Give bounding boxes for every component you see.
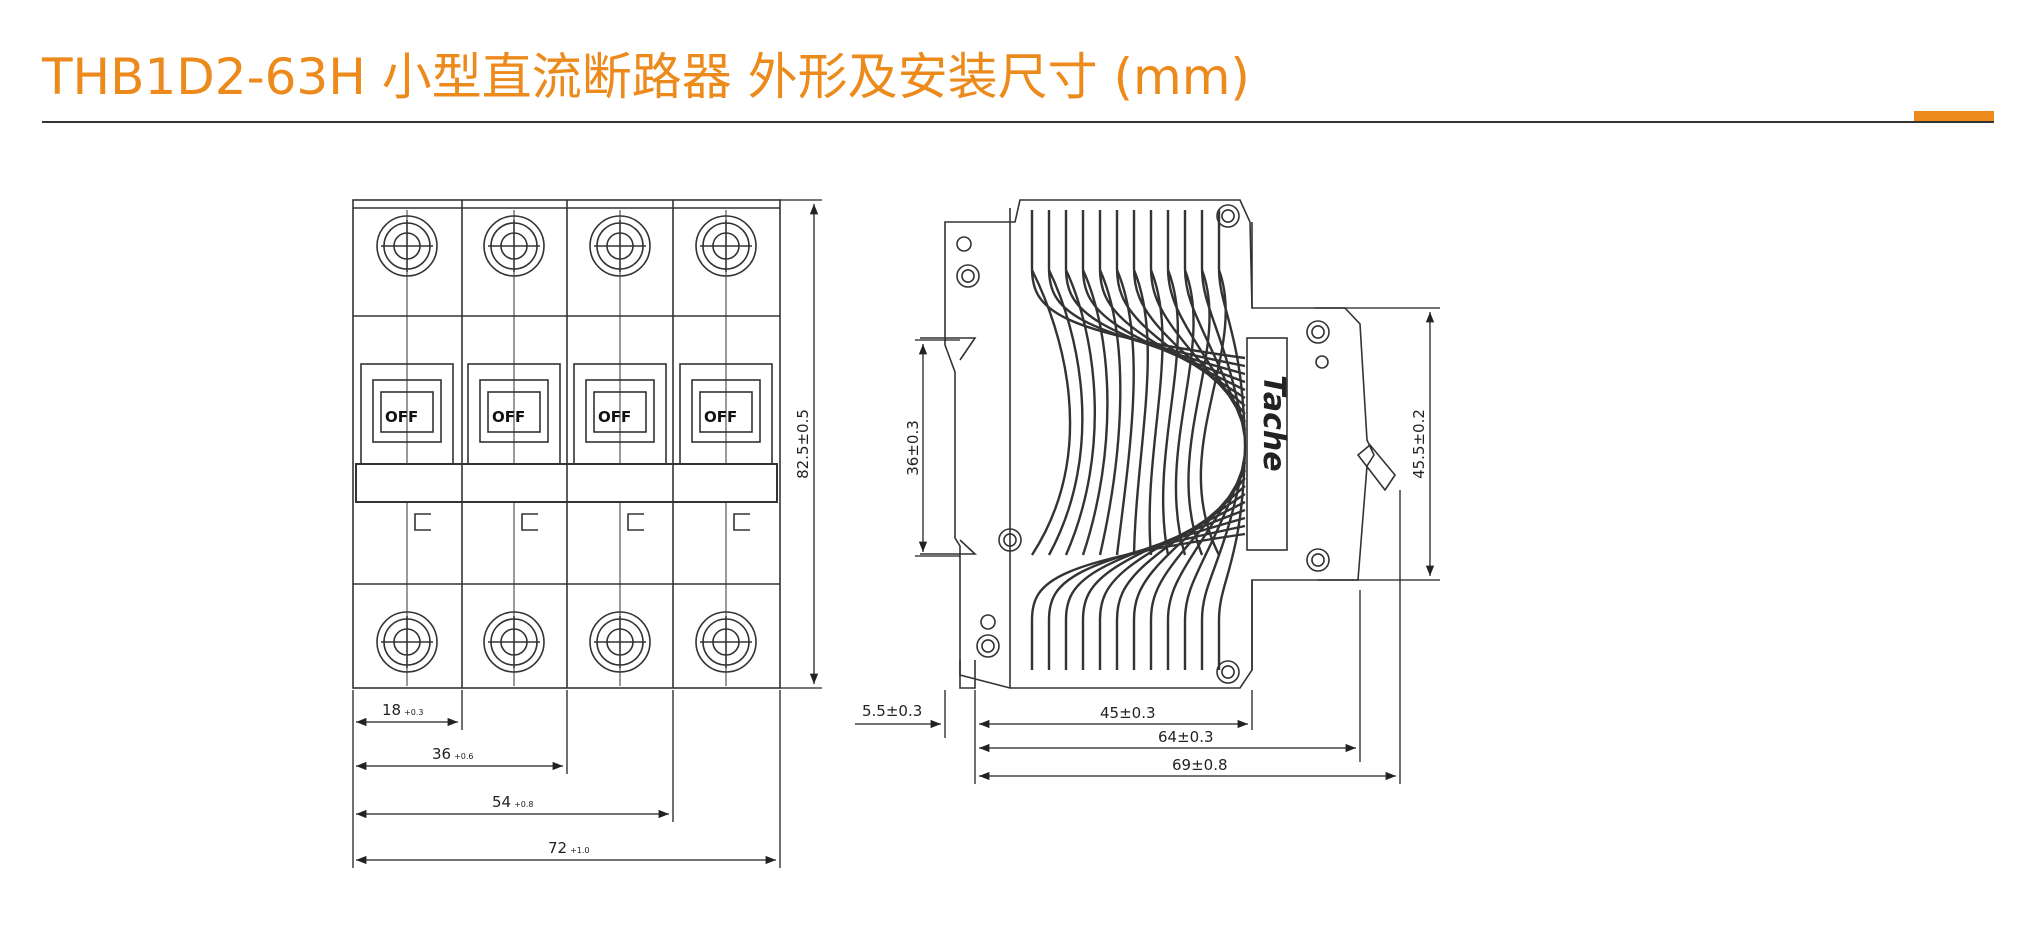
front-view-dimensions [352, 199, 822, 868]
front-view: OFF OFF OFF OFF [352, 199, 781, 689]
switch-off-label: OFF [598, 408, 631, 426]
dim-width-36: 36+0.6 [432, 745, 474, 763]
mounting-hole-icon [956, 264, 980, 288]
dim-depth-69: 69±0.8 [1172, 756, 1228, 774]
brand-logo-text: Tache [1256, 375, 1291, 472]
title-underline [42, 121, 1994, 123]
mounting-hole-icon [1216, 204, 1240, 228]
mounting-hole-icon [1216, 660, 1240, 684]
mounting-hole-icon [1306, 548, 1330, 572]
mounting-hole-icon [980, 614, 996, 630]
mounting-hole-icon [976, 634, 1000, 658]
mounting-hole-icon [998, 528, 1022, 552]
dim-width-72: 72+1.0 [548, 839, 590, 857]
switch-off-label: OFF [492, 408, 525, 426]
switch-window: OFF [573, 363, 667, 465]
side-view [920, 199, 1396, 689]
switch-off-label: OFF [385, 408, 418, 426]
terminal-screw-icons [376, 210, 757, 686]
switch-window: OFF [679, 363, 773, 465]
switch-off-label: OFF [704, 408, 737, 426]
wavy-stripes [1030, 210, 1247, 670]
mounting-hole-icon [1315, 355, 1329, 369]
title-accent-bar [1914, 111, 1994, 121]
dim-height-82-5: 82.5±0.5 [794, 409, 812, 479]
side-view-dimensions [855, 307, 1440, 784]
mounting-hole-icon [1306, 320, 1330, 344]
switch-window: OFF [360, 363, 454, 465]
page-title: THB1D2-63H 小型直流断路器 外形及安装尺寸 (mm) [42, 48, 1250, 106]
mounting-hole-icon [956, 236, 972, 252]
dim-depth-64: 64±0.3 [1158, 728, 1214, 746]
dim-depth-45: 45±0.3 [1100, 704, 1156, 722]
dim-width-18: 18+0.3 [382, 701, 424, 719]
switch-windows: OFF OFF OFF OFF [360, 363, 773, 531]
dim-rail-36: 36±0.3 [904, 420, 922, 476]
switch-window: OFF [467, 363, 561, 465]
dim-height-45-5: 45.5±0.2 [1410, 409, 1428, 479]
mounting-hole-icons [956, 204, 1330, 684]
dim-offset-5-5: 5.5±0.3 [862, 702, 922, 720]
dim-width-54: 54+0.8 [492, 793, 534, 811]
